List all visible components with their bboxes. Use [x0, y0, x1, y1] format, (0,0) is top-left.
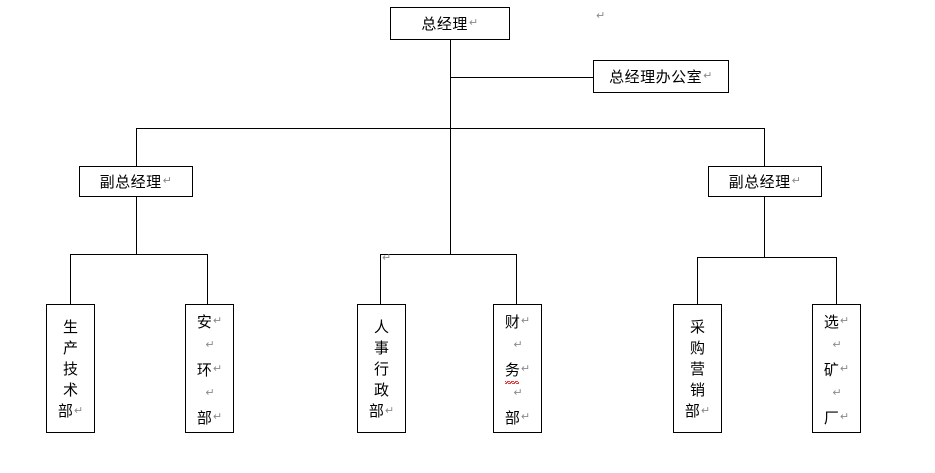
node-hr-admin-char: 政 — [373, 381, 389, 399]
node-ore-plant-char: 选↵ — [823, 312, 850, 331]
node-safety-env[interactable]: 安↵ ↵ 环↵ ↵ 部↵ — [185, 304, 234, 433]
node-finance[interactable]: 财↵ ↵ 务↵ ↵ 部↵ — [493, 304, 542, 433]
connector-middle-group-drop-2 — [516, 254, 517, 304]
node-gm-office-text: 总经理办公室↵ — [609, 68, 713, 86]
pilcrow-icon: ↵ — [384, 404, 395, 417]
connector-middle-group-drop-1 — [380, 254, 381, 304]
node-production-tech-char: 生 — [62, 318, 78, 336]
pilcrow-icon: ↵ — [73, 404, 84, 417]
node-deputy-gm-right-text: 副总经理↵ — [729, 173, 802, 191]
pilcrow-icon: ↵ — [513, 337, 523, 351]
pilcrow-icon: ↵ — [791, 173, 802, 187]
node-safety-env-blank: ↵ — [204, 334, 214, 358]
node-general-manager-label: 总经理 — [421, 14, 468, 33]
node-general-manager[interactable]: 总经理↵ — [390, 7, 510, 40]
pilcrow-icon: ↵ — [212, 313, 223, 327]
node-production-tech-char-last: 部↵ — [57, 402, 84, 420]
node-purchasing-marketing-char-last: 部↵ — [684, 402, 711, 420]
node-purchasing-marketing-char: 采 — [689, 318, 705, 336]
node-deputy-gm-left-text: 副总经理↵ — [100, 173, 173, 191]
pilcrow-icon: ↵ — [839, 361, 850, 375]
node-general-manager-text: 总经理↵ — [421, 15, 478, 33]
node-gm-office[interactable]: 总经理办公室↵ — [593, 60, 729, 93]
node-safety-env-char: 环↵ — [196, 360, 223, 379]
pilcrow-icon: ↵ — [839, 313, 850, 327]
node-production-tech-char: 产 — [62, 339, 78, 357]
node-gm-office-label: 总经理办公室 — [609, 67, 703, 86]
node-production-tech-char: 技 — [62, 360, 78, 378]
connector-gm-trunk — [450, 40, 451, 128]
node-hr-admin-char: 人 — [373, 318, 389, 336]
connector-left-group-stem — [136, 196, 137, 254]
pilcrow-icon: ↵ — [839, 409, 850, 423]
connector-gm-office-branch — [450, 77, 593, 78]
node-finance-char-misspelled: 务↵ — [504, 358, 531, 384]
spellcheck-underline: 务 — [504, 358, 520, 384]
node-ore-plant[interactable]: 选↵ ↵ 矿↵ ↵ 厂↵ — [812, 304, 861, 433]
connector-right-group-drop-2 — [836, 257, 837, 304]
stray-pilcrow-mid-bus: ↵ — [382, 251, 392, 264]
connector-left-group-drop-2 — [207, 254, 208, 304]
pilcrow-icon: ↵ — [832, 337, 842, 351]
node-finance-blank: ↵ — [512, 334, 522, 358]
node-hr-admin-char-last: 部↵ — [368, 402, 395, 420]
pilcrow-icon: ↵ — [703, 68, 713, 82]
node-production-tech-char: 术 — [62, 381, 78, 399]
pilcrow-icon: ↵ — [212, 409, 223, 423]
stray-pilcrow-top-right: ↵ — [596, 9, 606, 22]
node-deputy-gm-right[interactable]: 副总经理↵ — [708, 166, 822, 197]
pilcrow-icon: ↵ — [205, 337, 215, 351]
pilcrow-icon: ↵ — [212, 361, 223, 375]
pilcrow-icon: ↵ — [520, 409, 531, 423]
node-deputy-gm-left-label: 副总经理 — [99, 172, 162, 191]
node-hr-admin-char: 行 — [373, 360, 389, 378]
node-finance-char: 部↵ — [504, 408, 531, 427]
node-deputy-gm-left[interactable]: 副总经理↵ — [79, 166, 193, 197]
pilcrow-icon: ↵ — [832, 385, 842, 399]
connector-right-group-stem — [764, 196, 765, 257]
node-production-tech[interactable]: 生 产 技 术 部↵ — [46, 304, 95, 433]
node-ore-plant-blank: ↵ — [831, 334, 841, 358]
node-ore-plant-blank: ↵ — [831, 382, 841, 406]
node-purchasing-marketing-char: 购 — [689, 339, 705, 357]
node-safety-env-blank: ↵ — [204, 382, 214, 406]
node-ore-plant-char: 厂↵ — [823, 408, 850, 427]
connector-right-group-drop-1 — [697, 257, 698, 304]
pilcrow-icon: ↵ — [468, 15, 479, 29]
connector-drop-deputy-right — [764, 128, 765, 168]
connector-drop-deputy-left — [136, 128, 137, 168]
node-purchasing-marketing[interactable]: 采 购 营 销 部↵ — [673, 304, 722, 433]
connector-left-group-bus — [70, 254, 208, 255]
node-hr-admin-char: 事 — [373, 339, 389, 357]
pilcrow-icon: ↵ — [700, 404, 711, 417]
pilcrow-icon: ↵ — [162, 173, 173, 187]
connector-middle-group-bus — [380, 254, 517, 255]
pilcrow-icon: ↵ — [205, 385, 215, 399]
node-safety-env-char: 部↵ — [196, 408, 223, 427]
connector-right-group-bus — [697, 257, 837, 258]
node-safety-env-char: 安↵ — [196, 312, 223, 331]
node-finance-blank: ↵ — [512, 382, 522, 406]
node-finance-char: 财↵ — [504, 312, 531, 331]
node-ore-plant-char: 矿↵ — [823, 360, 850, 379]
pilcrow-icon: ↵ — [513, 385, 523, 399]
connector-center-stem — [450, 128, 451, 254]
node-deputy-gm-right-label: 副总经理 — [728, 172, 791, 191]
node-purchasing-marketing-char: 营 — [689, 360, 705, 378]
node-purchasing-marketing-char: 销 — [689, 381, 705, 399]
pilcrow-icon: ↵ — [520, 313, 531, 327]
pilcrow-icon: ↵ — [520, 361, 531, 375]
node-hr-admin[interactable]: 人 事 行 政 部↵ — [357, 304, 406, 433]
connector-left-group-drop-1 — [70, 254, 71, 304]
